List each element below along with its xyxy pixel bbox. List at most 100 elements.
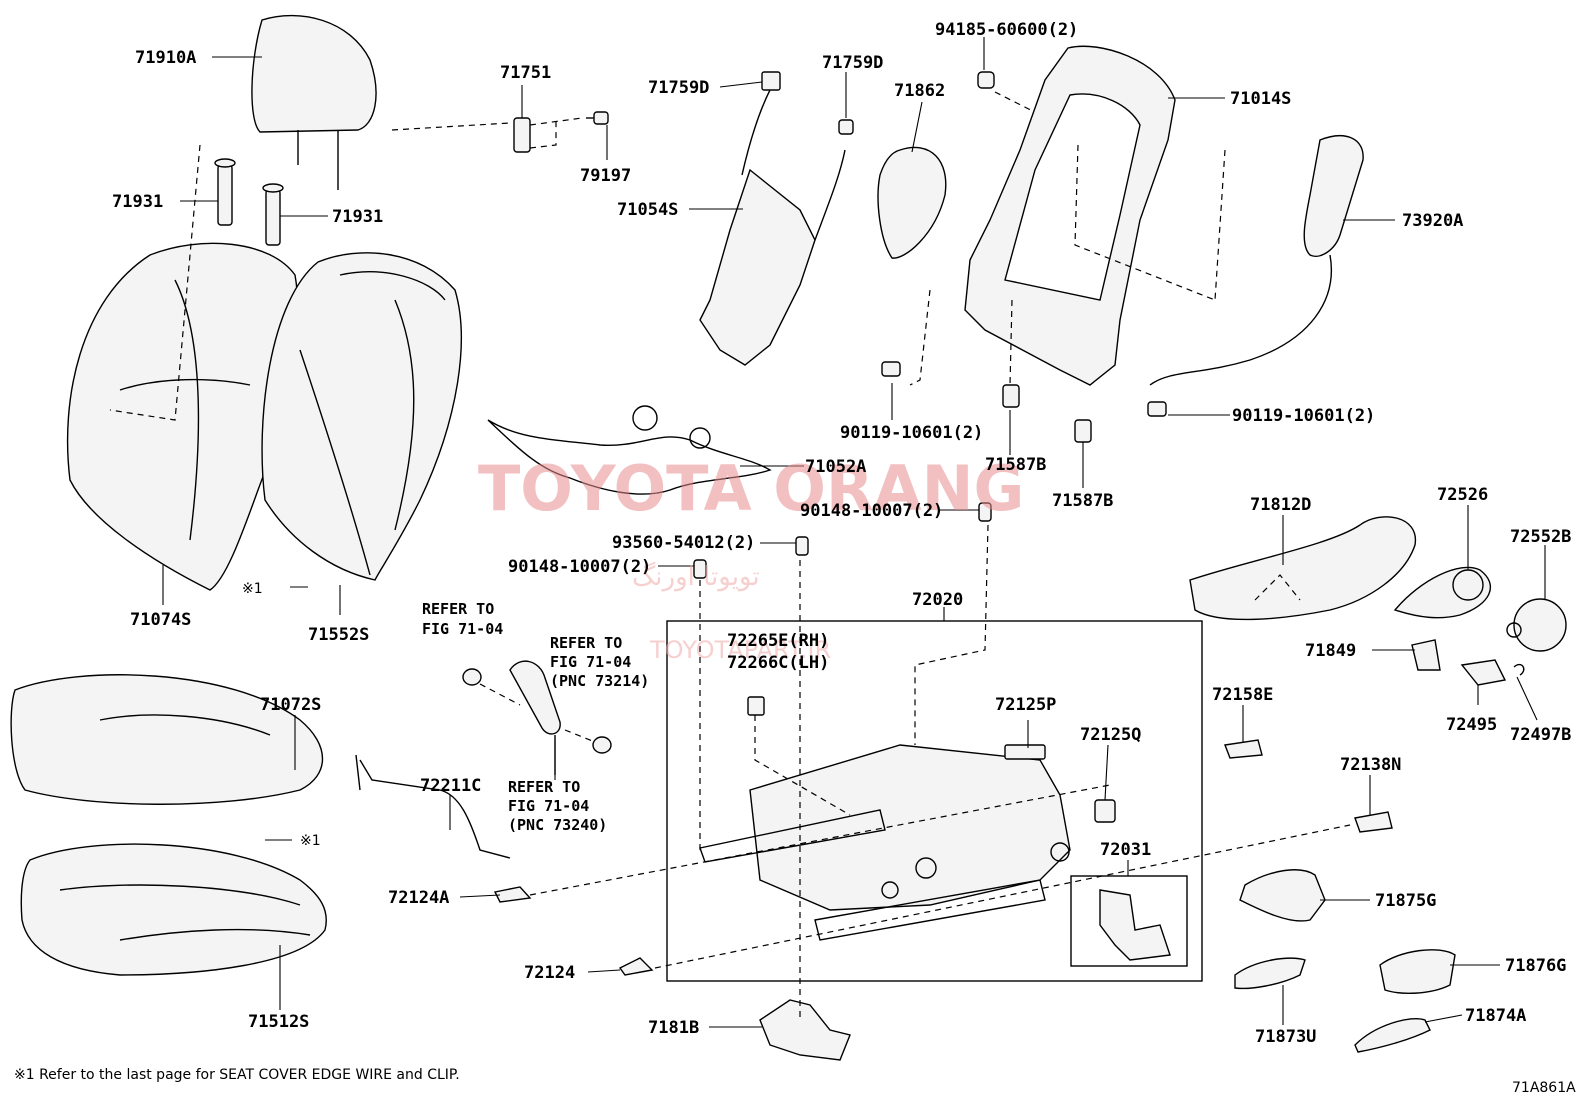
clip-72124 bbox=[618, 824, 1351, 976]
refer-note-2-line3: (PNC 73214) bbox=[550, 672, 649, 690]
bracket-7181B bbox=[759, 999, 851, 1061]
label-71054S: 71054S bbox=[617, 200, 678, 220]
label-90148-a: 90148-10007(2) bbox=[800, 501, 943, 521]
label-71931-b: 71931 bbox=[332, 207, 383, 227]
seat-adjuster-frame bbox=[699, 744, 1071, 941]
label-71875G: 71875G bbox=[1375, 891, 1436, 911]
clip-71751 bbox=[391, 117, 583, 153]
watermark-title: TOYOTA ORANG bbox=[478, 452, 1024, 525]
label-72497B: 72497B bbox=[1510, 725, 1571, 745]
seat-frame-box-72020 bbox=[666, 620, 1203, 982]
dash-line bbox=[914, 524, 989, 745]
refer-note-2-line2: FIG 71-04 bbox=[550, 653, 631, 671]
cover-71873U bbox=[1234, 957, 1306, 990]
headrest-71910A bbox=[251, 14, 377, 190]
bolt-90119-right bbox=[1147, 401, 1167, 417]
cable-bracket-71054S bbox=[699, 71, 854, 366]
label-72124: 72124 bbox=[524, 963, 575, 983]
label-7181B: 7181B bbox=[648, 1018, 699, 1038]
leader-lines bbox=[162, 37, 1546, 1028]
clip-72124A bbox=[493, 784, 1111, 903]
label-72020: 72020 bbox=[912, 590, 963, 610]
clip-72158E bbox=[1224, 739, 1263, 759]
label-72124A: 72124A bbox=[388, 888, 449, 908]
label-71587B-a: 71587B bbox=[985, 455, 1046, 475]
label-93560: 93560-54012(2) bbox=[612, 533, 755, 553]
label-71074S: 71074S bbox=[130, 610, 191, 630]
seatback-cover-71074S bbox=[66, 242, 299, 591]
refer-note-1-line2: FIG 71-04 bbox=[422, 620, 503, 638]
footnote-mark-2: ※1 bbox=[300, 833, 321, 849]
headrest-guide-left bbox=[214, 158, 236, 226]
clip-71587B-a bbox=[1002, 384, 1020, 408]
label-72495: 72495 bbox=[1446, 715, 1497, 735]
label-71587B-b: 71587B bbox=[1052, 491, 1113, 511]
clip-72265E bbox=[747, 696, 765, 716]
headrest-guide-right bbox=[262, 183, 284, 246]
refer-note-1-line1: REFER TO bbox=[422, 600, 494, 618]
seatback-frame-71014S bbox=[964, 45, 1226, 386]
seat-cushion-pad-71512S bbox=[20, 843, 327, 976]
recliner-72031 bbox=[1070, 875, 1188, 967]
label-71849: 71849 bbox=[1305, 641, 1356, 661]
diagram-code: 71A861A bbox=[1512, 1080, 1576, 1096]
wire-71052A bbox=[487, 405, 772, 495]
side-cover-71812D bbox=[1189, 516, 1416, 621]
label-72158E: 72158E bbox=[1212, 685, 1273, 705]
knob-72526 bbox=[1393, 566, 1492, 619]
label-71876G: 71876G bbox=[1505, 956, 1566, 976]
label-71072S: 71072S bbox=[260, 695, 321, 715]
clip-72138N bbox=[1354, 811, 1393, 833]
label-90119-a: 90119-10601(2) bbox=[840, 423, 983, 443]
seatback-pad-71552S bbox=[261, 252, 462, 581]
label-72125Q: 72125Q bbox=[1080, 725, 1141, 745]
clip-71587B-b bbox=[1074, 419, 1092, 443]
refer-note-3-line1: REFER TO bbox=[508, 778, 580, 796]
label-71812D: 71812D bbox=[1250, 495, 1311, 515]
clip-71849 bbox=[1411, 639, 1441, 671]
label-71552S: 71552S bbox=[308, 625, 369, 645]
dash-line bbox=[909, 289, 931, 386]
label-71759D-b: 71759D bbox=[822, 53, 883, 73]
label-72266C: 72266C(LH) bbox=[727, 653, 829, 673]
connector-72125P bbox=[1004, 744, 1046, 760]
footnote-mark-1: ※1 bbox=[242, 581, 263, 597]
label-71873U: 71873U bbox=[1255, 1027, 1316, 1047]
clip-72497B bbox=[1513, 663, 1525, 676]
watermark-persian: تویوتا اورنگ bbox=[632, 561, 760, 592]
label-71931-a: 71931 bbox=[112, 192, 163, 212]
label-94185: 94185-60600(2) bbox=[935, 20, 1078, 40]
label-72211C: 72211C bbox=[420, 776, 481, 796]
label-72125P: 72125P bbox=[995, 695, 1056, 715]
cover-71876G bbox=[1379, 949, 1456, 994]
refer-note-2-line1: REFER TO bbox=[550, 634, 622, 652]
bolt-93560 bbox=[795, 536, 809, 556]
bolt-90148-lower bbox=[693, 559, 707, 579]
label-71862: 71862 bbox=[894, 81, 945, 101]
seat-cushion-cover-71072S bbox=[10, 674, 324, 805]
cover-71875G bbox=[1239, 869, 1326, 922]
label-71512S: 71512S bbox=[248, 1012, 309, 1032]
label-73920A: 73920A bbox=[1402, 211, 1463, 231]
label-72265E: 72265E(RH) bbox=[727, 631, 829, 651]
bolt-90148-upper bbox=[978, 502, 992, 522]
rod-72211C bbox=[355, 754, 511, 859]
label-71874A: 71874A bbox=[1465, 1006, 1526, 1026]
label-79197: 79197 bbox=[580, 166, 631, 186]
footnote-text: ※1 Refer to the last page for SEAT COVER… bbox=[14, 1067, 460, 1083]
label-71751: 71751 bbox=[500, 63, 551, 83]
label-90119-b: 90119-10601(2) bbox=[1232, 406, 1375, 426]
label-72552B: 72552B bbox=[1510, 527, 1571, 547]
dash-line bbox=[754, 715, 851, 816]
refer-note-3-line3: (PNC 73240) bbox=[508, 816, 607, 834]
pad-71862 bbox=[877, 146, 947, 259]
label-72031: 72031 bbox=[1100, 840, 1151, 860]
cover-71874A bbox=[1354, 1018, 1431, 1053]
cap-72552B bbox=[1506, 598, 1567, 652]
refer-note-3-line2: FIG 71-04 bbox=[508, 797, 589, 815]
bolt-90119-left bbox=[881, 361, 901, 377]
lever-refer bbox=[462, 660, 612, 775]
label-71910A: 71910A bbox=[135, 48, 196, 68]
label-71759D-a: 71759D bbox=[648, 78, 709, 98]
